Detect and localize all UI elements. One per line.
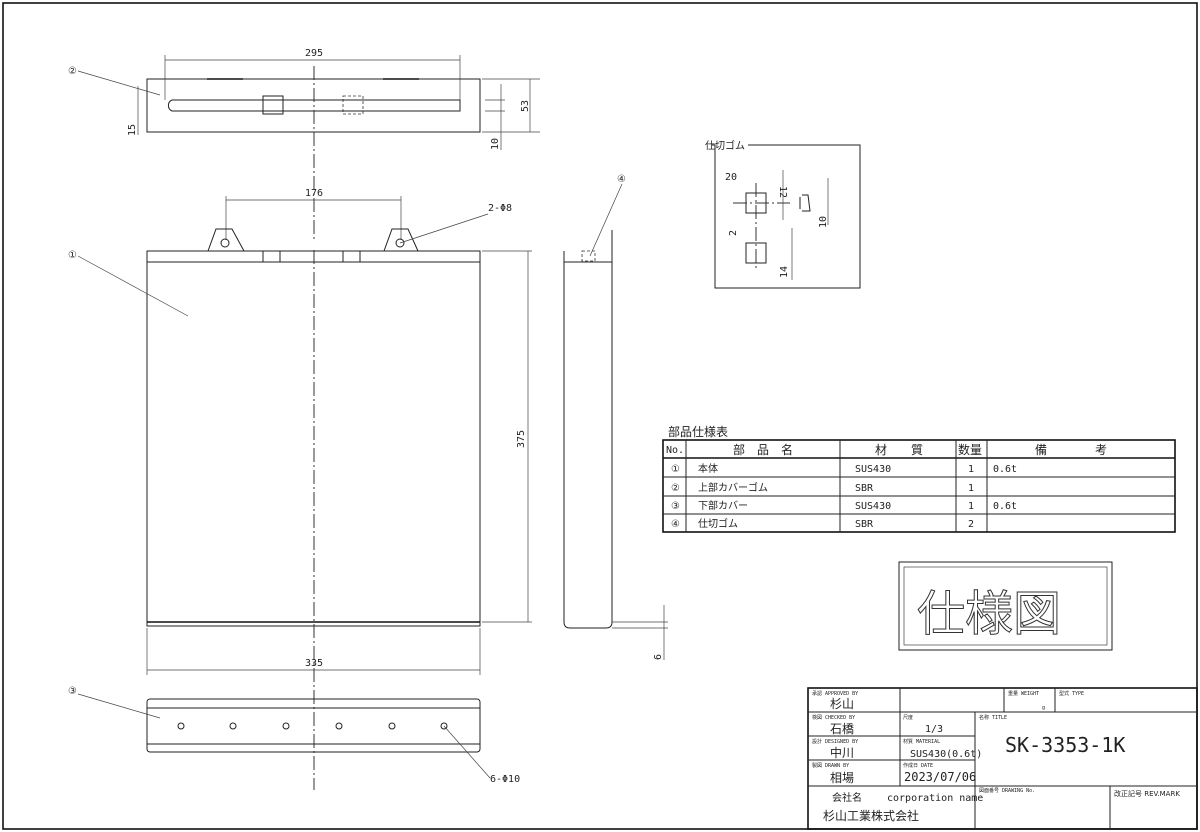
svg-text:仕様図: 仕様図 [917,586,1061,642]
specification-stamp: 仕様図 [898,561,1113,651]
balloon-3: ③ [68,686,77,697]
weight-unit: g [1042,705,1045,711]
th-material: 材 質 [875,442,923,457]
bottom-view: 6-Φ10 ③ [68,686,520,785]
drawing-title: SK-3353-1K [1005,733,1125,757]
company-label-en: corporation name [887,793,983,804]
svg-text:0.6t: 0.6t [993,464,1017,475]
dim-side-offset: 6 [653,654,664,660]
svg-text:SBR: SBR [855,519,874,530]
dim-top-depth: 53 [520,100,531,112]
dim-height: 375 [516,430,527,448]
table-row: ③ 下部カバー SUS430 1 0.6t [671,499,1017,512]
svg-text:SUS430: SUS430 [855,464,891,475]
svg-text:1: 1 [968,501,974,512]
dim-top-offset: 10 [490,138,501,150]
dim-top-slot: 15 [127,124,138,136]
detail-dim-gap: 2 [728,230,739,236]
drawn-label: 製図 DRAWN BY [812,762,849,769]
designed-by: 中川 [830,745,854,760]
svg-text:仕切ゴム: 仕切ゴム [698,517,738,530]
th-note: 備 考 [1035,442,1107,457]
balloon-2: ② [68,66,77,77]
drawing-no-label: 図面番号 DRAWING No. [979,787,1035,794]
svg-text:SBR: SBR [855,483,874,494]
material-label: 材質 MATERIAL [903,738,940,745]
detail-dim-width: 20 [725,172,737,183]
checked-by: 石橋 [830,722,854,736]
scale-value: 1/3 [925,724,943,735]
svg-text:①: ① [671,464,680,475]
type-label: 型式 TYPE [1059,690,1084,697]
th-name: 部 品 名 [733,442,793,457]
side-view: ④ 6 [563,174,668,660]
date-label: 作成日 DATE [903,762,933,769]
table-row: ② 上部カバーゴム SBR 1 [671,481,974,494]
svg-text:0.6t: 0.6t [993,501,1017,512]
rev-mark-label: 改正記号 REV.MARK [1114,789,1180,798]
approved-label: 承認 APPROVED BY [812,690,858,697]
designed-label: 設計 DESIGNED BY [812,738,858,745]
front-view: 176 2-Φ8 375 335 ① [68,188,532,790]
checked-label: 検図 CHECKED BY [812,714,855,721]
scale-label: 尺度 [903,714,913,721]
svg-text:上部カバーゴム: 上部カバーゴム [698,481,768,494]
date-value: 2023/07/06 [904,770,976,784]
weight-label: 重量 WEIGHT [1008,690,1039,697]
svg-text:③: ③ [671,501,680,512]
svg-text:1: 1 [968,464,974,475]
th-qty: 数量 [958,442,982,457]
title-block: 承認 APPROVED BY 杉山 検図 CHECKED BY 石橋 設計 DE… [807,687,1198,830]
table-row: ① 本体 SUS430 1 0.6t [671,462,1017,475]
svg-text:2: 2 [968,519,974,530]
dim-hole-pitch: 176 [305,188,323,199]
svg-text:④: ④ [671,519,680,530]
company-label: 会社名 [832,791,862,804]
svg-text:本体: 本体 [698,462,718,475]
dim-bottom-holes: 6-Φ10 [490,774,520,785]
approved-by: 杉山 [830,697,854,711]
balloon-1: ① [68,250,77,261]
table-row: ④ 仕切ゴム SBR 2 [671,517,974,530]
th-no: No. [666,445,684,456]
svg-text:SUS430: SUS430 [855,501,891,512]
detail-dim-height: 14 [779,266,790,278]
detail-dim-top: 12 [777,186,788,198]
dim-width: 335 [305,658,323,669]
partition-detail: 仕切ゴム 20 12 2 14 10 [705,139,861,289]
drawn-by: 相場 [830,771,854,785]
top-view: 295 53 10 15 ② [68,48,540,240]
partition-detail-title: 仕切ゴム [705,139,745,152]
balloon-4: ④ [617,174,626,185]
dim-hanger-holes: 2-Φ8 [488,203,512,214]
parts-table-caption: 部品仕様表 [668,424,728,439]
dim-top-width: 295 [305,48,323,59]
company-name: 杉山工業株式会社 [823,808,919,823]
svg-text:②: ② [671,483,680,494]
title-label: 名称 TITLE [979,714,1007,721]
svg-text:下部カバー: 下部カバー [698,499,748,512]
detail-dim-side: 10 [818,216,829,228]
parts-table: 部品仕様表 No. 部 品 名 材 質 数量 備 考 ① 本体 SUS430 1… [662,424,1176,533]
svg-text:1: 1 [968,483,974,494]
material-value: SUS430(0.6t) [910,749,982,760]
